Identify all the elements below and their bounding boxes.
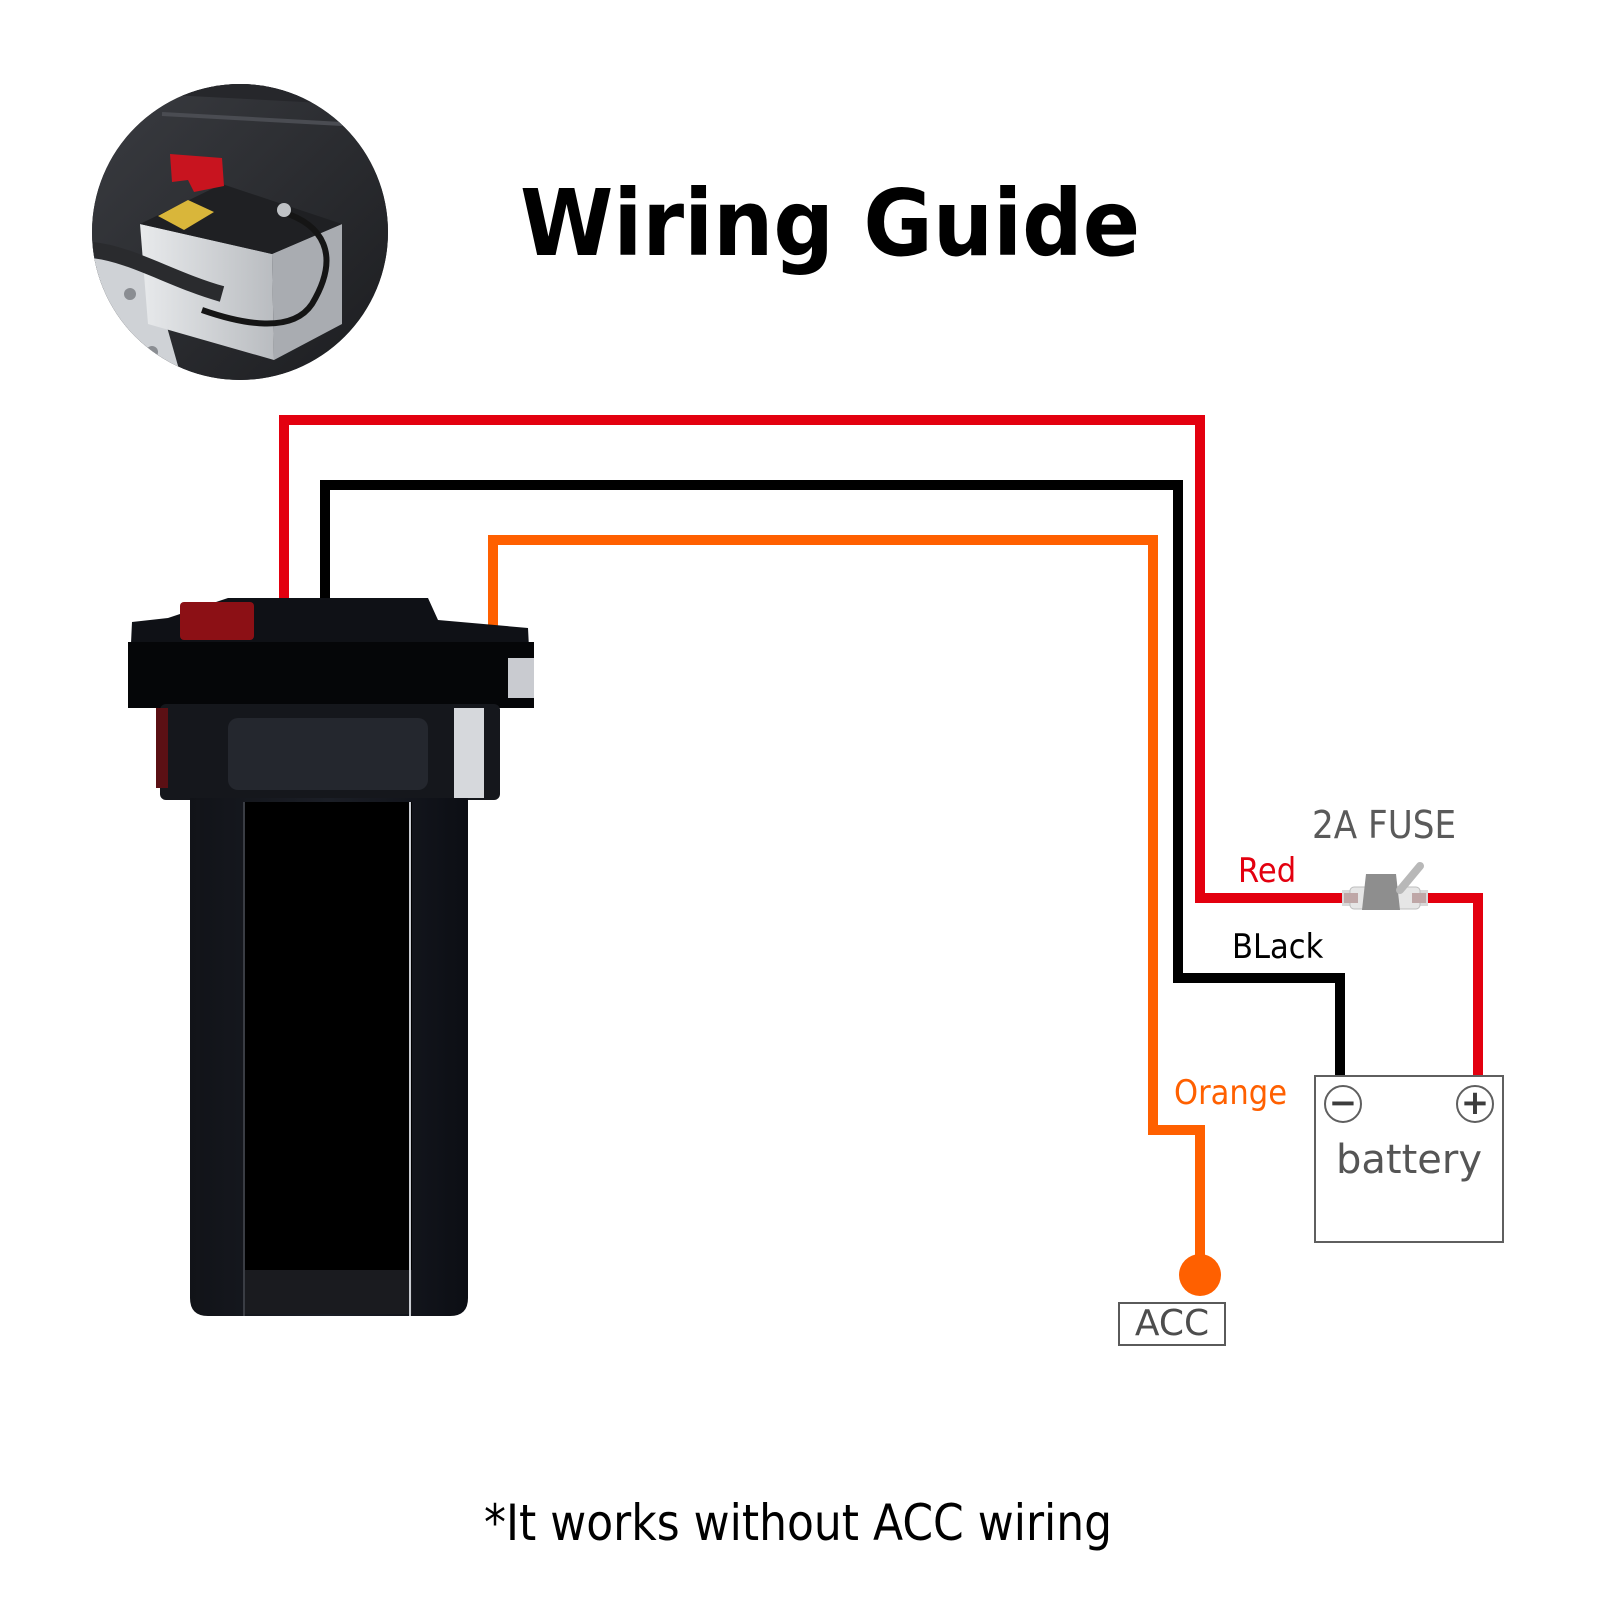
acc-terminal-dot — [1179, 1254, 1221, 1296]
battery-box: − + battery — [1314, 1075, 1504, 1243]
car-battery-photo — [92, 84, 388, 380]
red-wire — [279, 415, 1345, 903]
positive-terminal-icon: + — [1456, 1085, 1494, 1123]
fuse-icon — [1342, 862, 1428, 910]
red-wire-label: Red — [1238, 851, 1297, 891]
fuse-label: 2A FUSE — [1312, 803, 1457, 847]
battery-label: battery — [1336, 1137, 1482, 1183]
red-connector — [180, 602, 254, 640]
car-battery-illustration — [92, 84, 388, 380]
page-title: Wiring Guide — [520, 170, 1141, 277]
red-wire-to-battery — [1425, 893, 1483, 1078]
acc-label: ACC — [1118, 1302, 1226, 1346]
negative-terminal-icon: − — [1324, 1085, 1362, 1123]
footnote: *It works without ACC wiring — [484, 1494, 1113, 1552]
black-wire-label: BLack — [1232, 927, 1324, 967]
gps-tracker-device — [128, 598, 534, 1316]
orange-wire — [488, 535, 1205, 1272]
black-wire — [320, 480, 1345, 1078]
orange-wire-label: Orange — [1174, 1073, 1288, 1113]
